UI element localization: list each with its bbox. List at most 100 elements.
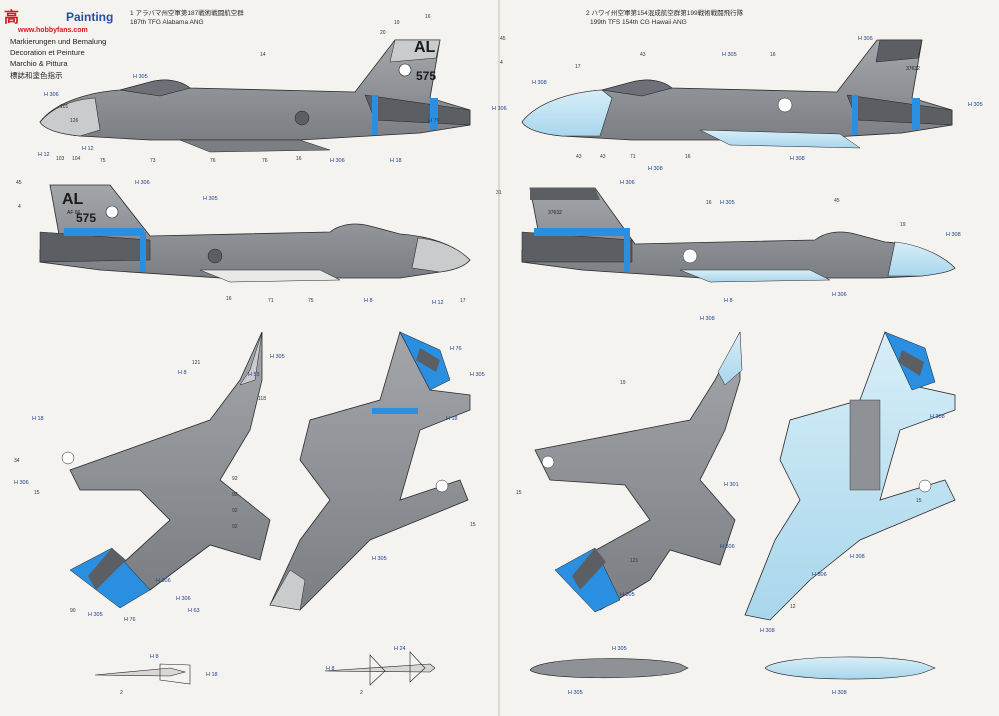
part-number: 121 bbox=[192, 360, 201, 366]
callout-h306b: H 306 bbox=[330, 158, 345, 164]
part-number: 101 bbox=[60, 104, 69, 110]
part-number: 103 bbox=[56, 156, 65, 162]
part-number: 90 bbox=[70, 608, 76, 614]
callout-h305d: H 305 bbox=[88, 612, 103, 618]
callout-r-h305c: H 305 bbox=[720, 200, 735, 206]
site-logo: 高 bbox=[4, 8, 20, 26]
part-number: 92 bbox=[232, 524, 238, 530]
part-number: 45 bbox=[16, 180, 22, 186]
part-number: 45 bbox=[834, 198, 840, 204]
part-number: 4 bbox=[500, 60, 503, 66]
lang-it: Marchio & Pittura bbox=[10, 59, 68, 68]
part-number: 43 bbox=[600, 154, 606, 160]
part-number: 16 bbox=[770, 52, 776, 58]
right-top-view bbox=[534, 331, 743, 613]
callout-h76: H 76 bbox=[428, 118, 440, 124]
callout-h12c: H 12 bbox=[432, 300, 444, 306]
callout-r-h308d: H 308 bbox=[946, 232, 961, 238]
callout-h18d: H 18 bbox=[206, 672, 218, 678]
callout-h305f: H 305 bbox=[372, 556, 387, 562]
callout-h306g: H 306 bbox=[176, 596, 191, 602]
lang-fr: Decoration et Peinture bbox=[10, 48, 85, 57]
callout-r-h305e: H 305 bbox=[612, 646, 627, 652]
tail-small-left-bottom: AF 66 bbox=[67, 210, 81, 216]
part-number: 12 bbox=[790, 604, 796, 610]
part-number: 45 bbox=[500, 36, 506, 42]
callout-h76c: H 76 bbox=[450, 346, 462, 352]
part-number: 92 bbox=[232, 492, 238, 498]
part-number: 73 bbox=[150, 158, 156, 164]
part-number: 19 bbox=[620, 380, 626, 386]
part-number: 43 bbox=[576, 154, 582, 160]
part-number: 71 bbox=[630, 154, 636, 160]
part-number: 20 bbox=[380, 30, 386, 36]
callout-r-h308e: H 308 bbox=[700, 316, 715, 322]
callout-r-h8: H 8 bbox=[724, 298, 733, 304]
callout-h24: H 24 bbox=[394, 646, 406, 652]
callout-r-h308g: H 308 bbox=[850, 554, 865, 560]
part-number: 17 bbox=[460, 298, 466, 304]
part-number: 104 bbox=[72, 156, 81, 162]
part-number: 126 bbox=[70, 118, 79, 124]
part-number: 4 bbox=[18, 204, 21, 210]
left-side-view-bottom bbox=[39, 184, 471, 283]
left-missile-1 bbox=[94, 663, 191, 685]
left-scheme-title-jp: 1 アラバマ州空軍第187戦術戦闘航空群 bbox=[130, 10, 244, 17]
callout-r-h308c: H 308 bbox=[790, 156, 805, 162]
callout-h306: H 306 bbox=[44, 92, 59, 98]
callout-r-h308h: H 308 bbox=[760, 628, 775, 634]
callout-h12b: H 12 bbox=[38, 152, 50, 158]
part-number: 2 bbox=[120, 690, 123, 696]
part-number: 19 bbox=[900, 222, 906, 228]
callout-r-h308f: H 308 bbox=[930, 414, 945, 420]
part-number: 76 bbox=[262, 158, 268, 164]
part-number: 92 bbox=[232, 508, 238, 514]
left-top-view bbox=[61, 331, 271, 609]
lang-de: Markierungen und Bemalung bbox=[10, 37, 107, 46]
callout-r-h305b: H 305 bbox=[968, 102, 983, 108]
part-number: 16 bbox=[685, 154, 691, 160]
part-number: 2 bbox=[360, 690, 363, 696]
part-number: 19 bbox=[394, 20, 400, 26]
part-number: 71 bbox=[268, 298, 274, 304]
callout-r-h305d: H 305 bbox=[620, 592, 635, 598]
part-number: 75 bbox=[100, 158, 106, 164]
callout-h8c: H 8 bbox=[326, 666, 335, 672]
part-number: 16 bbox=[706, 200, 712, 206]
right-side-view-top bbox=[521, 39, 953, 149]
callout-r-h306b: H 306 bbox=[620, 180, 635, 186]
callout-h305: H 305 bbox=[133, 74, 148, 80]
callout-h306e: H 306 bbox=[14, 480, 29, 486]
site-url: www.hobbyfans.com bbox=[18, 27, 88, 34]
callout-r-h305: H 305 bbox=[722, 52, 737, 58]
callout-r-h308: H 308 bbox=[532, 80, 547, 86]
part-number: 15 bbox=[516, 490, 522, 496]
callout-r-h301: H 301 bbox=[724, 482, 739, 488]
right-serial-bottom: 37632 bbox=[548, 210, 562, 216]
part-number: 15 bbox=[34, 490, 40, 496]
right-side-view-bottom bbox=[521, 187, 956, 283]
callout-h63: H 63 bbox=[188, 608, 200, 614]
callout-h12: H 12 bbox=[82, 146, 94, 152]
part-number: 76 bbox=[210, 158, 216, 164]
left-missile-2 bbox=[324, 651, 436, 686]
tail-code-left-top: AL bbox=[414, 39, 436, 56]
page-divider bbox=[498, 0, 500, 716]
part-number: 75 bbox=[308, 298, 314, 304]
part-number: 14 bbox=[260, 52, 266, 58]
part-number: 16 bbox=[425, 14, 431, 20]
callout-h305e: H 305 bbox=[470, 372, 485, 378]
callout-r-h306e: H 306 bbox=[812, 572, 827, 578]
callout-r-h305f: H 305 bbox=[568, 690, 583, 696]
part-number: 92 bbox=[232, 476, 238, 482]
part-number: 17 bbox=[575, 64, 581, 70]
tail-code-left-bottom: AL bbox=[62, 191, 84, 208]
left-side-view-top bbox=[39, 39, 471, 153]
tail-number-left-bottom: 575 bbox=[76, 211, 96, 225]
callout-h18: H 18 bbox=[390, 158, 402, 164]
callout-h8b: H 8 bbox=[178, 370, 187, 376]
callout-h1: H 8 bbox=[150, 654, 159, 660]
right-fuel-tank-1 bbox=[529, 658, 689, 679]
part-number: 43 bbox=[640, 52, 646, 58]
